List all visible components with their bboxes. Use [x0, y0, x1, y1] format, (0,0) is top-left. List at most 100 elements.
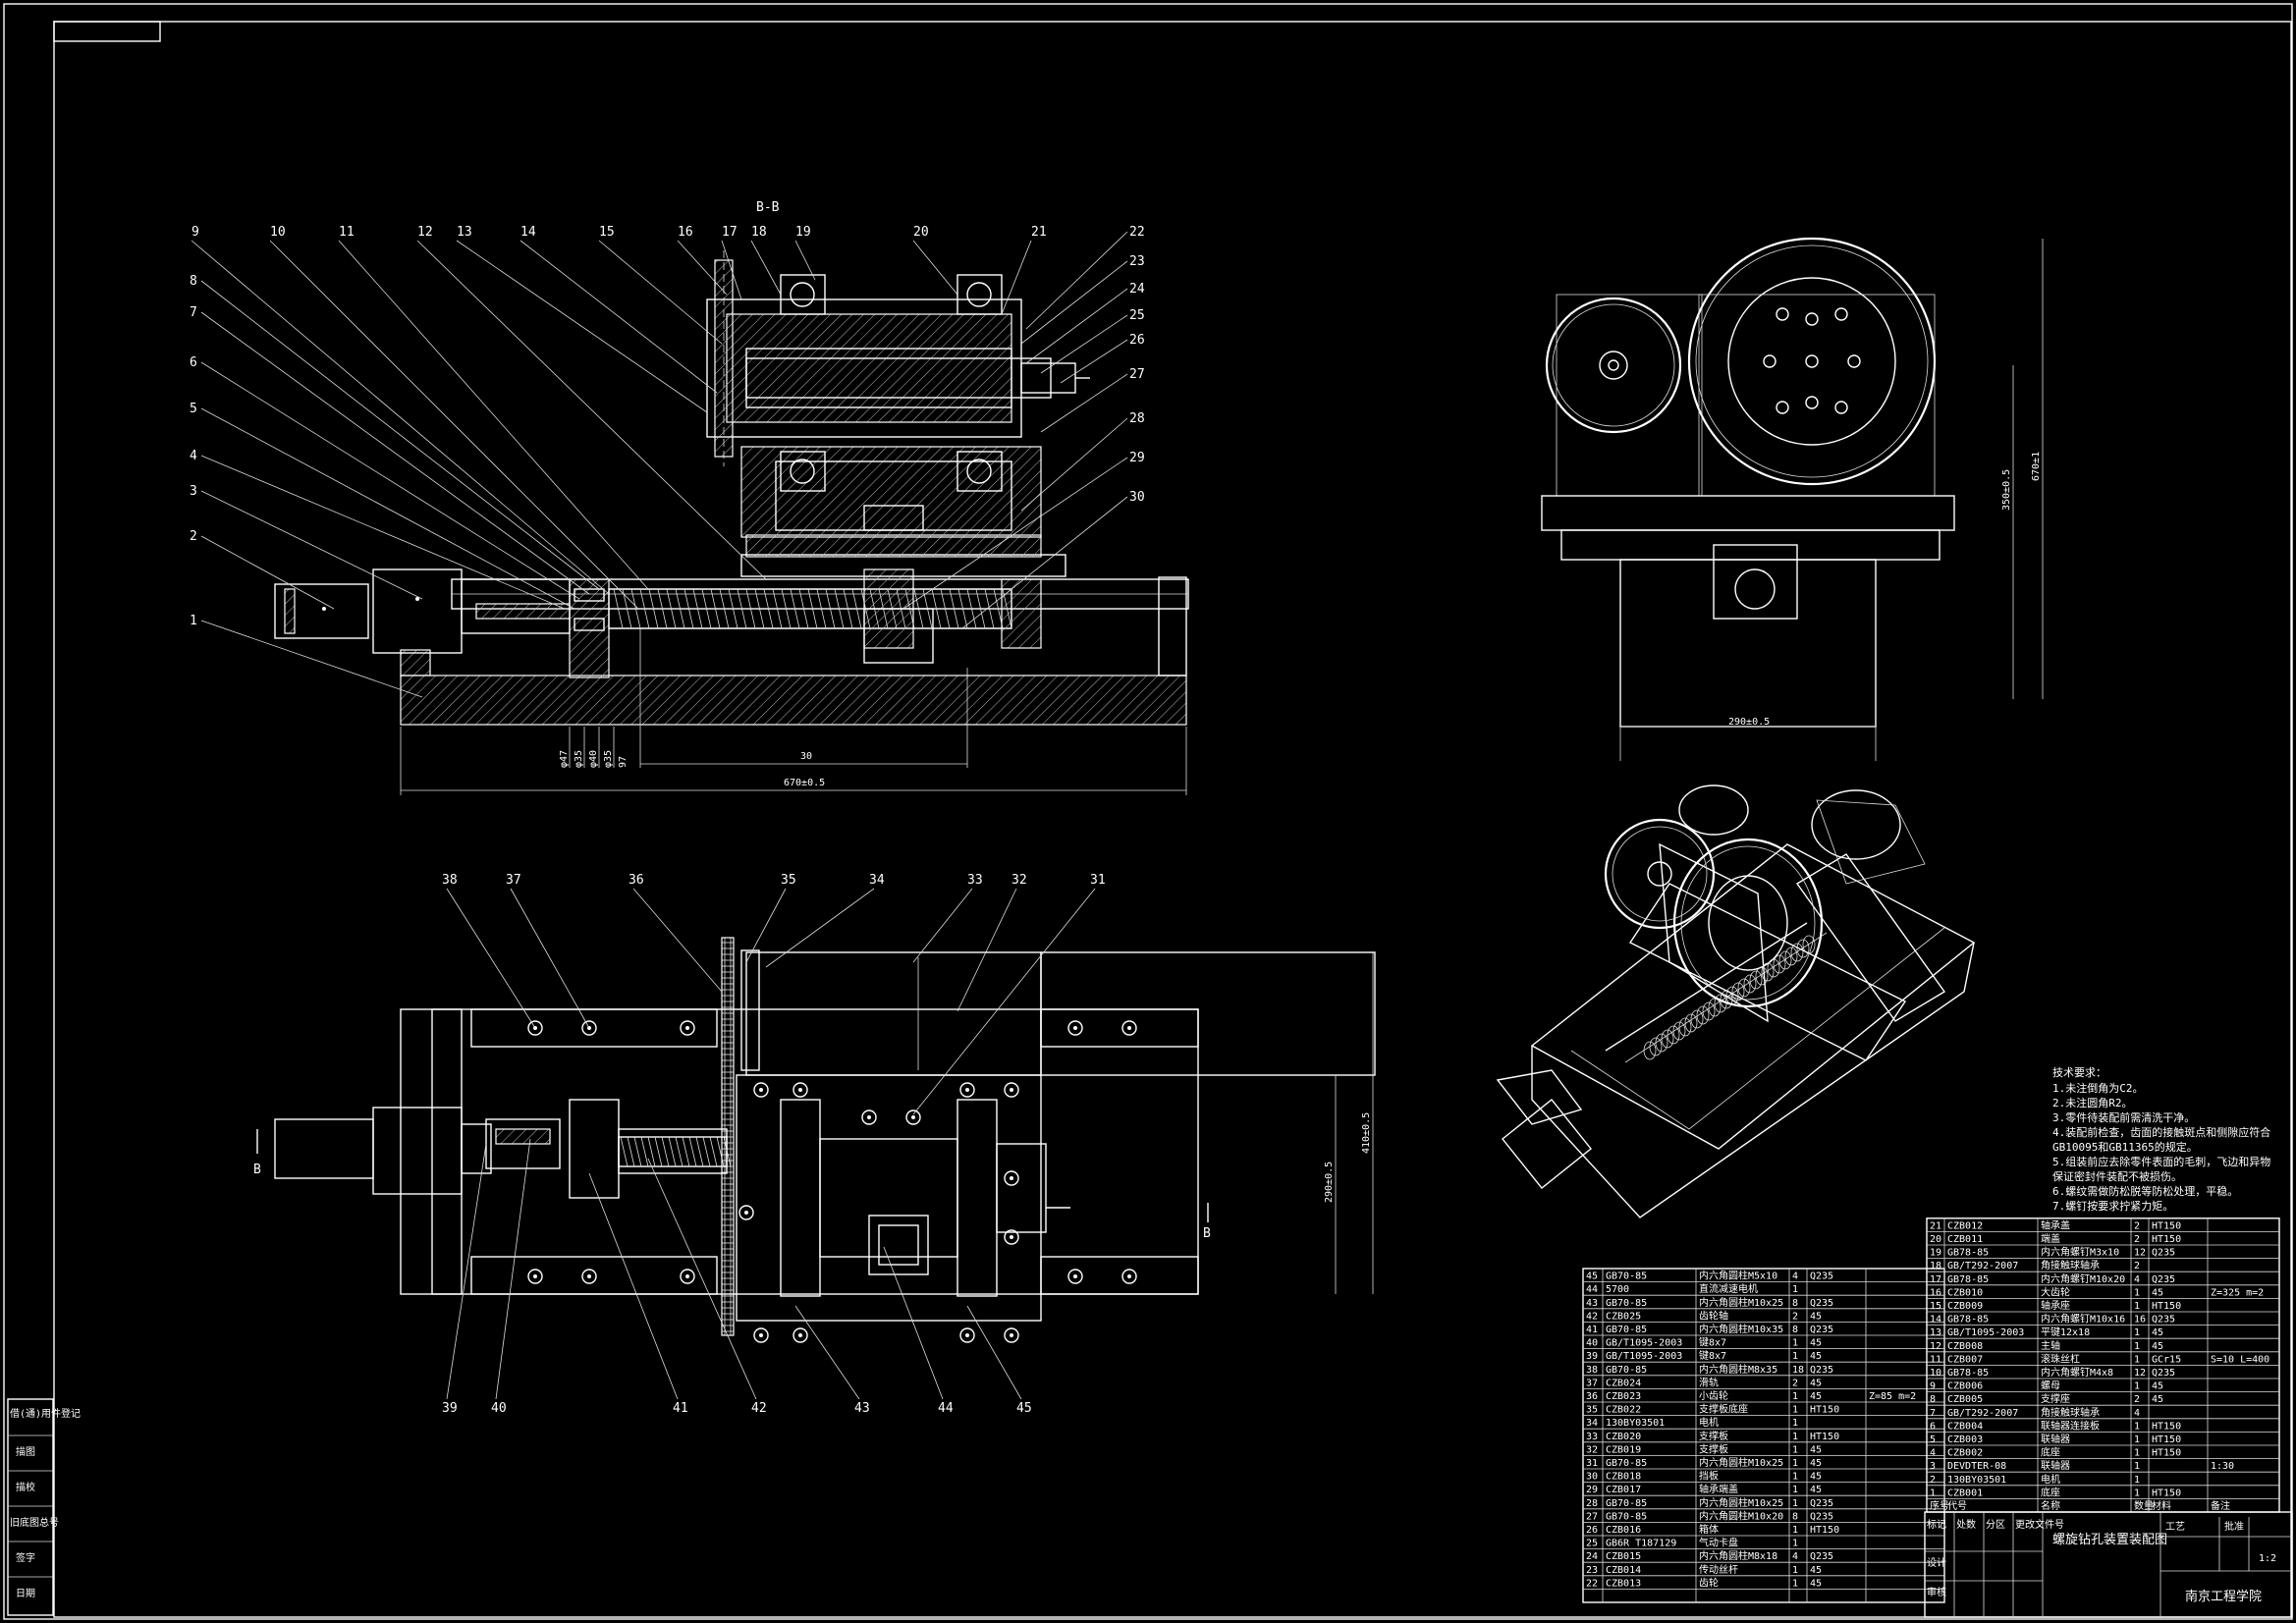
- bom-cell: 45: [1810, 1565, 1822, 1576]
- part-num-8: 8: [190, 274, 197, 289]
- bom-cell: 端盖: [2041, 1232, 2060, 1245]
- part-num-24: 24: [1129, 282, 1145, 297]
- bom-cell: Q235: [2152, 1368, 2175, 1379]
- bom-cell: 滚珠丝杠: [2041, 1352, 2080, 1365]
- bom-cell: 1: [2134, 1341, 2140, 1352]
- bom-cell: 45: [2152, 1287, 2163, 1298]
- notes-line-7: 6.螺纹需做防松脱等防松处理，平稳。: [2052, 1184, 2238, 1198]
- dim-side-width: 290±0.5: [1728, 717, 1770, 728]
- bom-cell: 28: [1586, 1498, 1598, 1509]
- bom-header-cell: 序号: [1930, 1499, 1949, 1512]
- tb-label-1: 处数: [1956, 1518, 1976, 1531]
- bom-cell: 45: [1810, 1311, 1822, 1322]
- school-name: 南京工程学院: [2185, 1589, 2262, 1604]
- bom-cell: GB70-85: [1606, 1458, 1647, 1469]
- bom-cell: HT150: [2152, 1421, 2181, 1432]
- drawing-scale: 1:2: [2259, 1553, 2276, 1564]
- bom-cell: CZB024: [1606, 1378, 1641, 1388]
- part-num-23: 23: [1129, 254, 1145, 269]
- bom-cell: CZB008: [1947, 1341, 1983, 1352]
- bom-cell: CZB022: [1606, 1405, 1641, 1416]
- bom-cell: 滑轨: [1699, 1376, 1719, 1388]
- bom-cell: Z=325 m=2: [2211, 1287, 2264, 1298]
- bom-cell: 1: [2134, 1461, 2140, 1472]
- bom-cell: 齿轮: [1699, 1576, 1719, 1589]
- bom-cell: CZB006: [1947, 1381, 1983, 1392]
- bom-cell: 联轴器: [2041, 1459, 2070, 1472]
- bom-cell: 8: [1792, 1298, 1798, 1309]
- bom-cell: 1: [1930, 1488, 1936, 1498]
- bom-cell: HT150: [2152, 1220, 2181, 1231]
- tb-label-0: 标记: [1927, 1519, 1946, 1531]
- part-num-7: 7: [190, 305, 197, 320]
- bom-cell: 2: [2134, 1234, 2140, 1245]
- tb-label-9: 批准: [2224, 1520, 2244, 1533]
- bom-cell: 支撑板: [1699, 1430, 1728, 1442]
- bom-cell: Q235: [1810, 1271, 1833, 1282]
- notes-line-2: 3.零件待装配前需清洗干净。: [2052, 1110, 2195, 1124]
- bom-cell: 16: [2134, 1315, 2146, 1325]
- bom-cell: 平键12x18: [2041, 1325, 2090, 1338]
- bom-cell: 箱体: [1699, 1523, 1719, 1536]
- bom-cell: 1: [1792, 1444, 1798, 1455]
- bom-cell: 角接触球轴承: [2041, 1259, 2100, 1271]
- bom-cell: 小齿轮: [1699, 1389, 1728, 1402]
- bom-cell: 45: [1810, 1458, 1822, 1469]
- front-dimensions: 670±0.5 30 φ47 φ35 φ40 φ35 97: [400, 628, 1187, 795]
- bom-cell: 4: [2134, 1408, 2140, 1419]
- bom-cell: 2: [1792, 1311, 1798, 1322]
- bom-cell: 1: [1792, 1472, 1798, 1483]
- bom-cell: Q235: [2152, 1315, 2175, 1325]
- dim-d1: φ47: [559, 750, 570, 768]
- bom-cell: 4: [1792, 1551, 1798, 1562]
- bom-cell: GB70-85: [1606, 1511, 1647, 1522]
- bom-cell: CZB017: [1606, 1485, 1641, 1495]
- dim-d3: φ40: [588, 750, 599, 768]
- bom-cell: 2: [2134, 1394, 2140, 1405]
- bom-cell: GB6R T187129: [1606, 1539, 1676, 1549]
- bom-cell: 主轴: [2041, 1339, 2060, 1352]
- bom-cell: 1: [2134, 1434, 2140, 1445]
- bom-cell: HT150: [2152, 1301, 2181, 1312]
- section-label: B-B: [756, 200, 780, 215]
- part-num-13: 13: [457, 225, 472, 240]
- bom-cell: GB/T292-2007: [1947, 1408, 2018, 1419]
- part-num-4: 4: [190, 449, 197, 463]
- bom-cell: 31: [1586, 1458, 1598, 1469]
- dim-side-h1: 350±0.5: [2001, 469, 2012, 511]
- bom-cell: 8: [1792, 1511, 1798, 1522]
- bom-cell: GB78-85: [1947, 1368, 1989, 1379]
- bom-cell: 6: [1930, 1421, 1936, 1432]
- bom-cell: 45: [1810, 1391, 1822, 1402]
- bom-cell: GB/T1095-2003: [1606, 1351, 1682, 1362]
- bom-cell: 内六角圆柱M10x25: [1699, 1456, 1783, 1469]
- bom-cell: 14: [1930, 1315, 1941, 1325]
- bom-cell: CZB011: [1947, 1234, 1983, 1245]
- bom-cell: 电机: [1699, 1416, 1719, 1429]
- part-num-43: 43: [854, 1401, 870, 1416]
- bom-cell: 41: [1586, 1325, 1598, 1335]
- bom-cell: 5: [1930, 1434, 1936, 1445]
- dim-plan-w1: 290±0.5: [1324, 1162, 1335, 1203]
- bom-cell: 33: [1586, 1432, 1598, 1442]
- bom-cell: 9: [1930, 1381, 1936, 1392]
- strip-label-0: 借(通)用件登记: [10, 1407, 81, 1420]
- inner-frame: [53, 21, 2292, 1618]
- bom-cell: 37: [1586, 1378, 1598, 1388]
- part-num-42: 42: [751, 1401, 767, 1416]
- part-num-26: 26: [1129, 333, 1145, 348]
- bom-cell: 大齿轮: [2041, 1285, 2070, 1298]
- bom-cell: 18: [1930, 1261, 1941, 1271]
- part-num-3: 3: [190, 484, 197, 499]
- bom-cell: 45: [2152, 1327, 2163, 1338]
- bom-cell: 内六角圆柱M10x25: [1699, 1296, 1783, 1309]
- bom-cell: 内六角螺钉M4x8: [2041, 1366, 2113, 1379]
- bom-cell: 45: [1810, 1378, 1822, 1388]
- bom-cell: 11: [1930, 1354, 1941, 1365]
- bom-cell: CZB018: [1606, 1472, 1641, 1483]
- part-num-33: 33: [967, 873, 983, 888]
- bom-cell: 1: [2134, 1488, 2140, 1498]
